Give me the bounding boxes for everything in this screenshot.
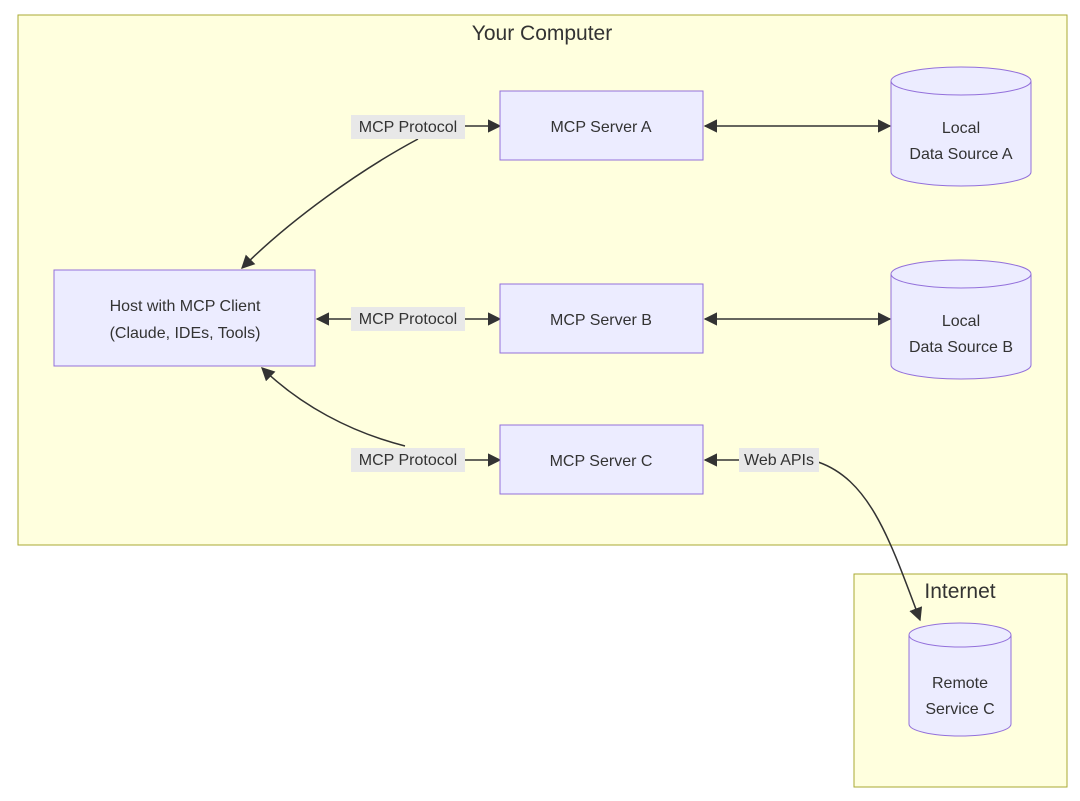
cluster-your-computer-label: Your Computer: [472, 22, 612, 45]
node-host: Host with MCP Client (Claude, IDEs, Tool…: [53, 269, 316, 367]
node-server-a: MCP Server A: [499, 90, 704, 161]
node-remote-c-line1: Remote: [932, 675, 988, 692]
edge-label-text: Web APIs: [744, 452, 814, 469]
edge-host-server-c: [261, 367, 406, 447]
node-server-b: MCP Server B: [499, 283, 704, 354]
edge-label-host-server-b: MCP Protocol: [351, 307, 465, 331]
node-local-data-source-a: Local Data Source A: [890, 66, 1032, 187]
node-local-b-line2: Data Source B: [909, 339, 1013, 356]
node-host-line1: Host with MCP Client: [110, 298, 261, 315]
node-server-b-label: MCP Server B: [550, 312, 652, 329]
edge-label-text: MCP Protocol: [359, 311, 457, 328]
edge-label-host-server-c: MCP Protocol: [351, 448, 465, 472]
edge-web-apis-remote-c: [817, 461, 923, 622]
edge-label-text: MCP Protocol: [359, 119, 457, 136]
node-local-a-line1: Local: [942, 120, 980, 137]
edge-label-host-server-a: MCP Protocol: [351, 115, 465, 139]
node-host-line2: (Claude, IDEs, Tools): [110, 325, 261, 342]
node-remote-service-c: Remote Service C: [908, 622, 1012, 737]
edges: [241, 119, 923, 622]
node-remote-c-line2: Service C: [925, 701, 994, 718]
node-server-c: MCP Server C: [499, 424, 704, 495]
cluster-internet: Internet: [853, 573, 1068, 788]
node-local-a-line2: Data Source A: [909, 146, 1013, 163]
edge-label-web-apis: Web APIs: [739, 448, 819, 472]
node-local-data-source-b: Local Data Source B: [890, 259, 1032, 380]
node-server-c-label: MCP Server C: [550, 453, 653, 470]
edge-label-text: MCP Protocol: [359, 452, 457, 469]
node-local-b-line1: Local: [942, 313, 980, 330]
cluster-internet-label: Internet: [924, 580, 995, 603]
node-server-a-label: MCP Server A: [550, 119, 651, 136]
edge-host-server-a: [241, 138, 419, 269]
